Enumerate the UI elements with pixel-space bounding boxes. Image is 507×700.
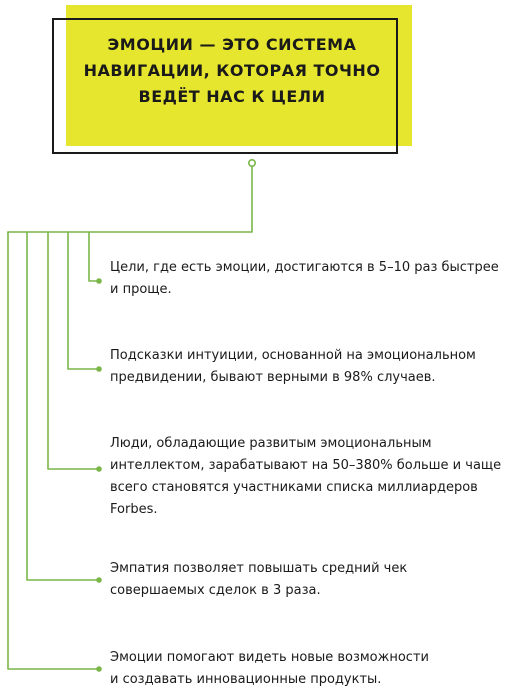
fact-item-4: Эмпатия позволяет повышать средний чек с…	[110, 558, 502, 602]
fact-2-line-2: предвидении, бывают верными в 98% случае…	[110, 370, 436, 385]
fact-3-line-2: интеллектом, зарабатывают на 50–380% бол…	[110, 458, 502, 473]
connector-dot-4	[96, 577, 102, 583]
headline-line-2: НАВИГАЦИИ, КОТОРАЯ ТОЧНО	[83, 61, 381, 80]
fact-1-line-2: и проще.	[110, 282, 172, 297]
fact-5-line-2: и создавать инновационные продукты.	[110, 672, 382, 687]
connector-branch-1	[88, 231, 99, 282]
connector-branch-3	[47, 231, 99, 470]
fact-item-2: Подсказки интуиции, основанной на эмоцио…	[110, 345, 502, 389]
headline-yellow-panel	[66, 5, 412, 146]
fact-item-1: Цели, где есть эмоции, достигаются в 5–1…	[110, 257, 502, 301]
connector-branch-2	[67, 231, 99, 370]
fact-5-line-1: Эмоции помогают видеть новые возможности	[110, 650, 429, 665]
connector-branch-5	[7, 231, 99, 670]
fact-3-line-3: всего становятся участниками списка милл…	[110, 480, 478, 495]
connector-trunk	[7, 164, 253, 234]
connector-dot-3	[96, 466, 102, 472]
fact-2-line-1: Подсказки интуиции, основанной на эмоцио…	[110, 348, 476, 363]
connector-dot-5	[96, 666, 102, 672]
headline: ЭМОЦИИ — ЭТО СИСТЕМА НАВИГАЦИИ, КОТОРАЯ …	[66, 32, 398, 110]
connector-branch-4	[26, 231, 99, 581]
fact-item-3: Люди, обладающие развитым эмоциональным …	[110, 433, 502, 521]
connector-origin-node	[248, 159, 257, 168]
fact-4-line-1: Эмпатия позволяет повышать средний чек	[110, 561, 408, 576]
fact-1-line-1: Цели, где есть эмоции, достигаются в 5–1…	[110, 260, 499, 275]
fact-4-line-2: совершаемых сделок в 3 раза.	[110, 583, 321, 598]
connector-dot-2	[96, 366, 102, 372]
connector-dot-1	[96, 278, 102, 284]
headline-line-1: ЭМОЦИИ — ЭТО СИСТЕМА	[107, 35, 357, 54]
fact-3-line-4: Forbes.	[110, 502, 158, 517]
fact-3-line-1: Люди, обладающие развитым эмоциональным	[110, 436, 432, 451]
headline-frame	[52, 18, 398, 154]
fact-item-5: Эмоции помогают видеть новые возможности…	[110, 647, 502, 691]
headline-line-3: ВЕДЁТ НАС К ЦЕЛИ	[138, 87, 326, 106]
